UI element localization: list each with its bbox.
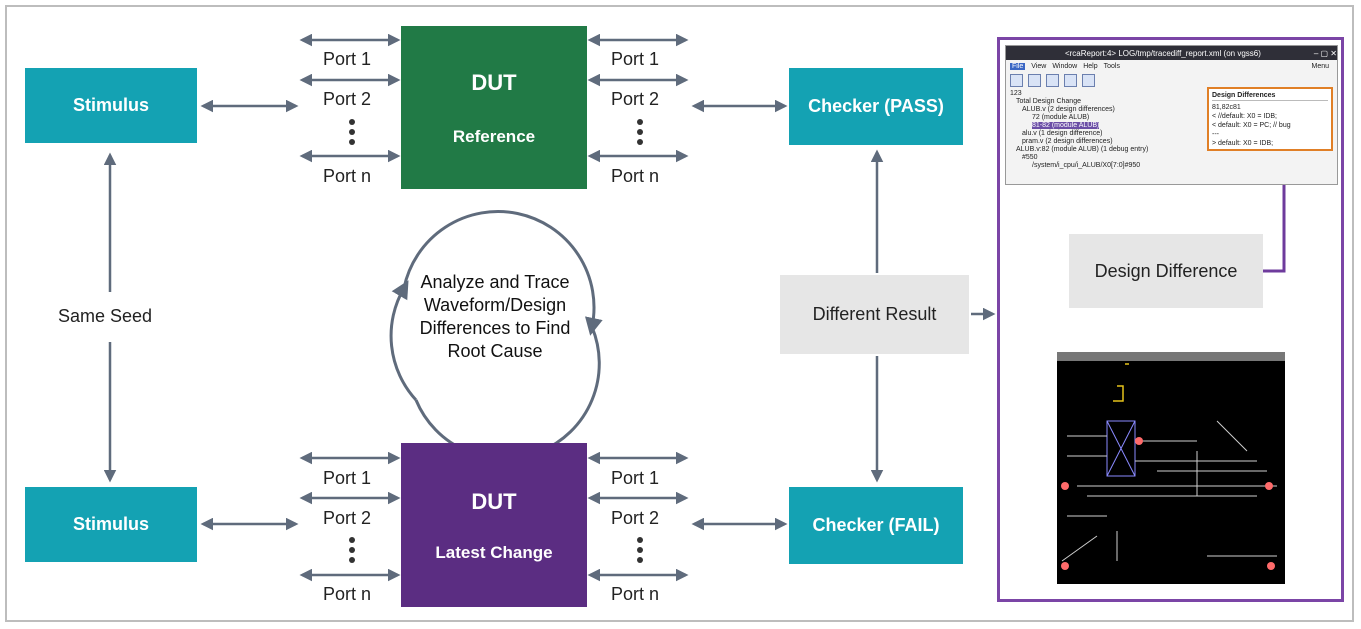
tree-item-selected[interactable]: 81-82 (module ALUB)	[1032, 122, 1100, 129]
tree-item[interactable]: ALUB.v (2 design differences)	[1022, 106, 1115, 113]
port-label: Port 1	[611, 468, 660, 488]
dut-reference-box: DUT Reference	[401, 26, 587, 189]
dut-latest-title: DUT	[471, 489, 517, 514]
dut-reference-subtitle: Reference	[452, 127, 536, 146]
diff-line: < default: X0 = PC; // bug	[1212, 122, 1291, 129]
diff-line: > default: X0 = IDB;	[1212, 140, 1274, 147]
same-seed-label: Same Seed	[58, 306, 153, 326]
stimulus-bottom-label: Stimulus	[72, 514, 149, 534]
checker-pass-box: Checker (PASS)	[789, 68, 963, 145]
tree-item[interactable]: pram.v (2 design differences)	[1022, 138, 1113, 145]
stimulus-top-box: Stimulus	[25, 68, 197, 143]
dut-reference-title: DUT	[471, 70, 517, 95]
checker-fail-box: Checker (FAIL)	[789, 487, 963, 564]
toolbar-icon[interactable]	[1010, 73, 1023, 87]
dut-latest-box: DUT Latest Change	[401, 443, 587, 607]
toolbar-icon[interactable]	[1082, 73, 1095, 87]
checker-fail-label: Checker (FAIL)	[812, 515, 940, 535]
cycle-arrow-2	[402, 210, 603, 336]
design-difference-label: Design Difference	[1094, 260, 1238, 281]
tree-item[interactable]: /system/i_cpu/i_ALUB/X0[7:0]#950	[1032, 162, 1141, 169]
toolbar-icon[interactable]	[1064, 73, 1077, 87]
diff-line: 81,82c81	[1212, 104, 1241, 111]
toolbar-icon[interactable]	[1028, 73, 1041, 87]
dut-latest-subtitle: Latest Change	[435, 543, 553, 562]
window-toolbar	[1006, 72, 1337, 88]
window-titlebar: <rcaReport:4> LOG/tmp/tracediff_report.x…	[1006, 46, 1337, 60]
different-result-label: Different Result	[812, 304, 937, 324]
port-label: Port 1	[611, 49, 660, 69]
design-difference-box: Design Difference	[1069, 234, 1263, 308]
tree-item[interactable]: Total Design Change	[1016, 98, 1081, 105]
port-label: Port 2	[611, 89, 660, 109]
tree-item[interactable]: ALUB.v:82 (module ALUB) (1 debug entry)	[1016, 146, 1149, 153]
tree-item[interactable]: 123	[1010, 90, 1022, 97]
analyze-text: Analyze and Trace Waveform/Design Differ…	[419, 272, 571, 361]
tree-item[interactable]: #550	[1022, 154, 1038, 161]
port-label: Port 1	[323, 468, 372, 488]
design-change-tree: 123 Total Design Change ALUB.v (2 design…	[1010, 90, 1206, 170]
stimulus-top-label: Stimulus	[72, 95, 149, 115]
port-label: Port 2	[323, 89, 372, 109]
diff-line: ---	[1212, 131, 1219, 138]
port-label: Port n	[611, 166, 660, 186]
tree-item[interactable]: 72 (module ALUB)	[1032, 114, 1090, 121]
different-result-box: Different Result	[780, 275, 969, 354]
evidence-panel	[997, 37, 1344, 602]
port-label: Port n	[323, 584, 372, 604]
port-label: Port 2	[323, 508, 372, 528]
outer-frame	[5, 5, 1354, 622]
window-controls: – ▢ ✕	[1313, 48, 1337, 58]
menu-window[interactable]: Window	[1052, 62, 1078, 70]
design-differences-panel: Design Differences 81,82c81 < //default:…	[1207, 87, 1333, 151]
menu-file[interactable]: File	[1010, 62, 1026, 70]
port-label: Port 2	[611, 508, 660, 528]
window-title: <rcaReport:4> LOG/tmp/tracediff_report.x…	[1064, 48, 1261, 58]
menu-help[interactable]: Help	[1083, 62, 1098, 70]
schematic-image	[1057, 352, 1285, 584]
port-label: Port 1	[323, 49, 372, 69]
menu-view[interactable]: View	[1031, 62, 1047, 70]
diff-line: < //default: X0 = IDB;	[1212, 113, 1277, 120]
diff-header: Design Differences	[1212, 91, 1328, 101]
checker-pass-label: Checker (PASS)	[808, 96, 944, 116]
schematic-toolbar	[1057, 352, 1285, 361]
rca-report-window: <rcaReport:4> LOG/tmp/tracediff_report.x…	[1005, 45, 1338, 185]
window-menubar: File View Window Help Tools Menu	[1006, 60, 1337, 72]
port-label: Port n	[611, 584, 660, 604]
search-icon[interactable]	[1046, 73, 1059, 87]
tree-item[interactable]: alu.v (1 design difference)	[1022, 130, 1103, 137]
menu-right[interactable]: Menu	[1311, 62, 1329, 70]
stimulus-bottom-box: Stimulus	[25, 487, 197, 562]
port-label: Port n	[323, 166, 372, 186]
cycle-arrow	[389, 280, 418, 402]
menu-tools[interactable]: Tools	[1103, 62, 1120, 70]
schematic-drawing	[1061, 363, 1277, 570]
